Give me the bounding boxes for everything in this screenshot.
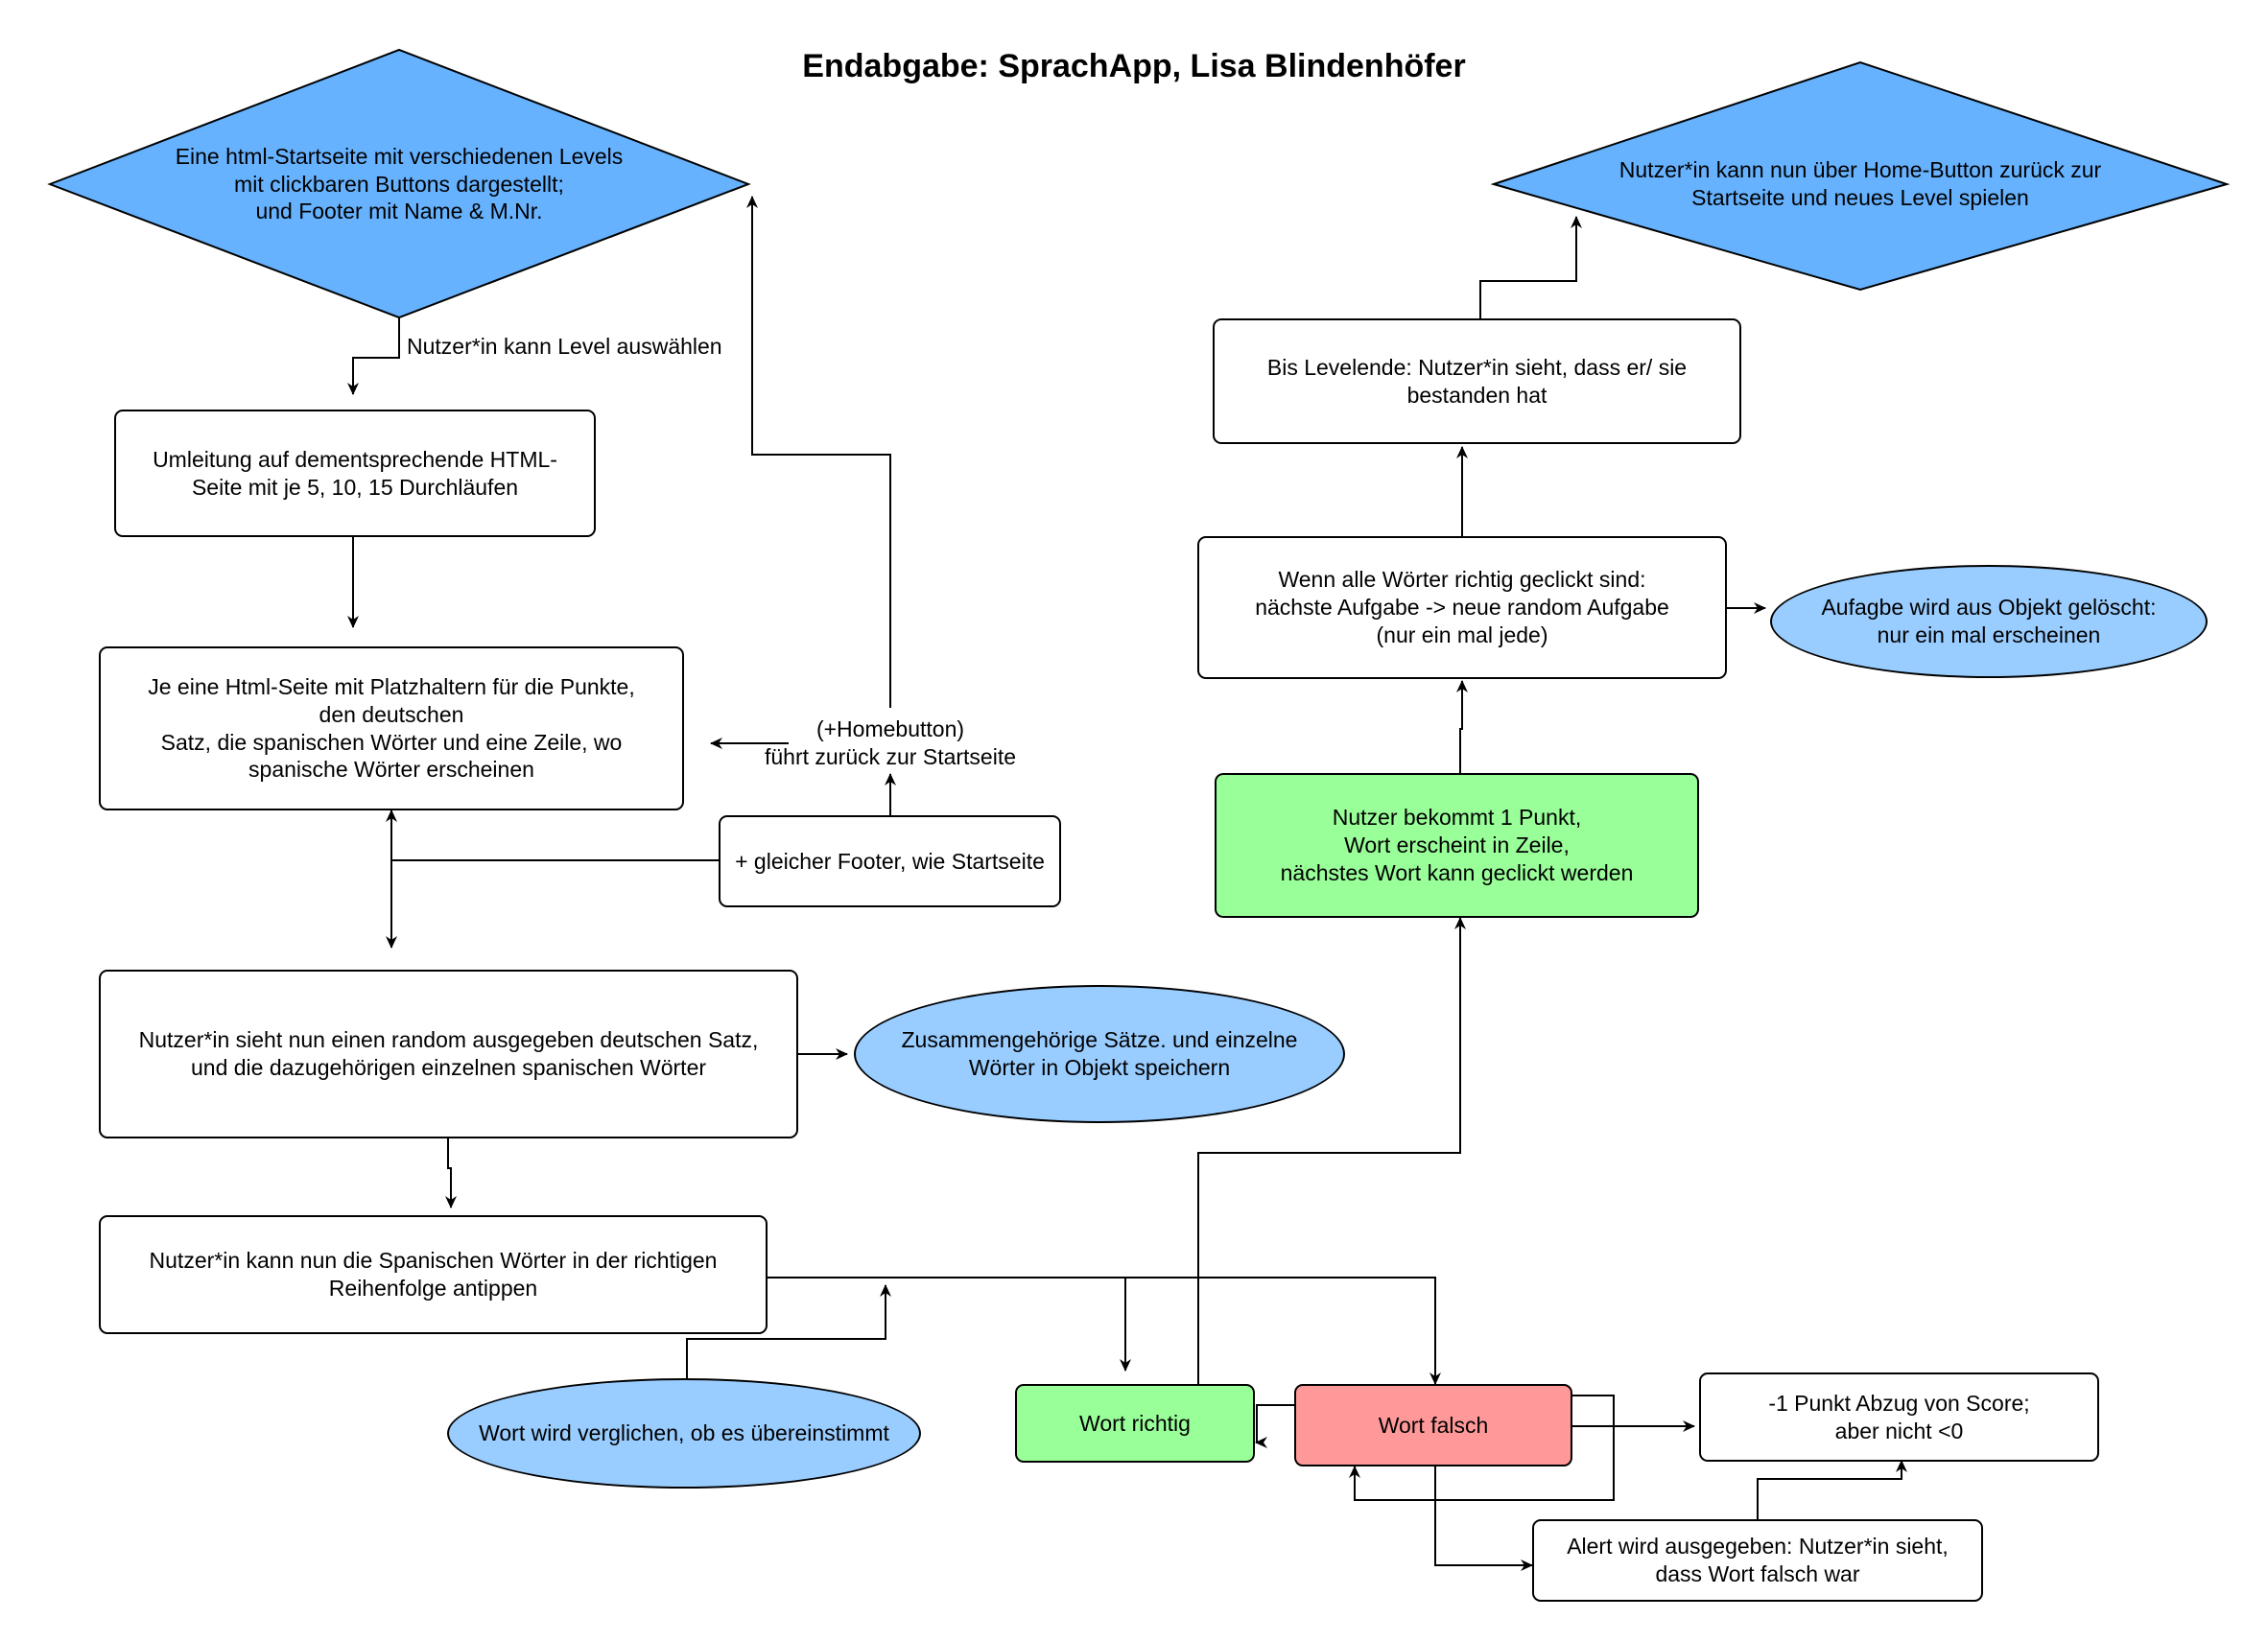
edge-point-allcorrect: [1456, 680, 1468, 773]
node-home-text: Nutzer*in kann nun über Home-Button zurü…: [1618, 157, 2102, 210]
home-diamond: [1490, 60, 2231, 292]
start-diamond: [47, 48, 751, 319]
node-minus-point: -1 Punkt Abzug von Score; aber nicht <0: [1699, 1372, 2099, 1462]
edge-wrong-correct: [1255, 1404, 1294, 1448]
edge-wrong-loop: [1349, 1395, 1615, 1501]
edge-homebutton-start: [746, 196, 891, 708]
node-delete-object: Aufagbe wird aus Objekt gelöscht: nur ei…: [1770, 565, 2208, 678]
node-all-correct: Wenn alle Wörter richtig geclickt sind: …: [1197, 536, 1727, 679]
node-random-sentence: Nutzer*in sieht nun einen random ausgege…: [99, 970, 798, 1138]
node-level-end: Bis Levelende: Nutzer*in sieht, dass er/…: [1213, 318, 1741, 444]
node-compare: Wort wird verglichen, ob es übereinstimm…: [447, 1378, 921, 1489]
label-homebutton: (+Homebutton) führt zurück zur Startseit…: [764, 716, 1017, 769]
edge-random-tap: [445, 1138, 457, 1208]
edge-alert-minus: [1757, 1460, 1907, 1519]
node-correct: Wort richtig: [1015, 1384, 1255, 1463]
edge-levelend-home: [1479, 216, 1582, 318]
label-choose-level: Nutzer*in kann Level auswählen: [407, 334, 722, 359]
node-alert: Alert wird ausgegeben: Nutzer*in sieht, …: [1532, 1519, 1983, 1602]
node-start-text: Eine html-Startseite mit verschiedenen L…: [175, 143, 624, 224]
page-title: Endabgabe: SprachApp, Lisa Blindenhöfer: [802, 48, 1466, 84]
node-tap-words: Nutzer*in kann nun die Spanischen Wörter…: [99, 1215, 768, 1334]
node-footer: + gleicher Footer, wie Startseite: [719, 815, 1061, 907]
edge-wrong-alert: [1434, 1466, 1533, 1571]
node-point: Nutzer bekommt 1 Punkt, Wort erscheint i…: [1215, 773, 1699, 918]
edge-correct-point: [1197, 917, 1466, 1384]
node-redirect: Umleitung auf dementsprechende HTML- Sei…: [114, 410, 596, 537]
node-html-page: Je eine Html-Seite mit Platzhaltern für …: [99, 646, 684, 810]
edge-start-redirect: [347, 317, 400, 395]
edge-tap-branch: [768, 1277, 1441, 1385]
node-wrong: Wort falsch: [1294, 1384, 1572, 1466]
edge-compare-tap: [686, 1284, 891, 1378]
node-store-object: Zusammengehörige Sätze. und einzelne Wör…: [854, 985, 1345, 1123]
